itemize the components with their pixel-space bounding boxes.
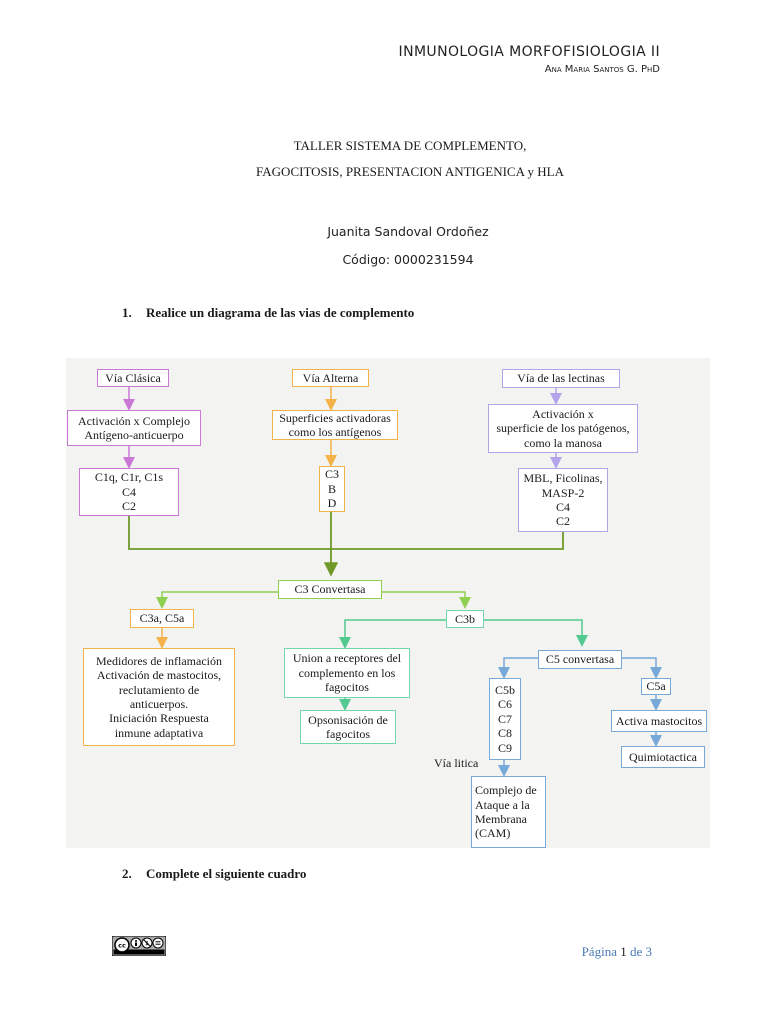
title-line-1: TALLER SISTEMA DE COMPLEMENTO, (293, 138, 527, 153)
page-total: 3 (645, 944, 653, 959)
student-code: Código: 0000231594 (342, 252, 474, 267)
box-superficies-activadoras: Superficies activadoras como los antígen… (272, 410, 398, 440)
title-line-2: FAGOCITOSIS, PRESENTACION ANTIGENICA y H… (256, 164, 564, 179)
question-1: 1. Realice un diagrama de las vias de com… (122, 305, 414, 321)
svg-text:$: $ (145, 941, 149, 947)
box-via-alterna: Vía Alterna (292, 369, 369, 387)
arrow-to-c3b (382, 591, 471, 609)
box-mediadores-inflamacion: Medidores de inflamación Activación de m… (83, 648, 235, 746)
diagram-connectors (123, 387, 662, 777)
box-lectinas-factores: MBL, Ficolinas, MASP-2 C4 C2 (518, 468, 608, 532)
box-opsonisacion: Opsonisación de fagocitos (300, 710, 396, 744)
box-c3a-c5a: C3a, C5a (130, 609, 194, 628)
header-instructor: Ana Maria Santos G. PhD (544, 64, 660, 75)
cc-license-icon[interactable]: cc $ (112, 936, 166, 956)
header-course: INMUNOLOGIA MORFOFISIOLOGIA II (398, 44, 660, 60)
question-1-number: 1. (122, 305, 132, 320)
student-name: Juanita Sandoval Ordoñez (327, 224, 489, 239)
complement-pathways-diagram: Vía Clásica Vía Alterna Vía de las lecti… (66, 358, 710, 848)
page-indicator: Página 1 de 3 (582, 944, 652, 960)
page-number: 1 (620, 944, 627, 959)
svg-text:cc: cc (118, 942, 126, 950)
question-2-number: 2. (122, 866, 132, 881)
box-activacion-complejo: Activación x Complejo Antígeno-anticuerp… (67, 410, 201, 446)
box-alterna-factores: C3 B D (319, 466, 345, 512)
box-c5b-list: C5b C6 C7 C8 C9 (489, 678, 521, 760)
page-of: de (629, 944, 643, 959)
label-via-litica: Vía litica (434, 756, 479, 770)
box-cam: Complejo de Ataque a la Membrana (CAM) (471, 776, 546, 848)
connector-converge (128, 516, 564, 550)
arrow-to-c5b (498, 657, 538, 679)
box-c3b: C3b (446, 610, 484, 628)
arrow-to-c5a (622, 657, 662, 679)
arrow-to-c3a-c5a (156, 591, 278, 609)
box-c5a: C5a (641, 678, 671, 695)
box-activa-mastocitos: Activa mastocitos (611, 710, 707, 732)
question-2: 2. Complete el siguiente cuadro (122, 866, 306, 882)
box-c5-convertasa: C5 convertasa (538, 650, 622, 669)
question-2-text: Complete el siguiente cuadro (146, 866, 307, 881)
box-via-clasica: Vía Clásica (97, 369, 169, 387)
question-1-text: Realice un diagrama de las vias de compl… (146, 305, 415, 320)
page-word: Página (581, 944, 617, 959)
arrow-to-c5-convertasa (484, 619, 588, 647)
arrow-to-union (339, 619, 446, 649)
box-union-receptores: Union a receptores del complemento en lo… (284, 648, 410, 698)
box-c3-convertasa: C3 Convertasa (278, 580, 382, 599)
box-activacion-patogenos: Activación x superficie de los patógenos… (488, 404, 638, 453)
box-clasica-factores: C1q, C1r, C1s C4 C2 (79, 468, 179, 516)
box-quimiotactica: Quimiotactica (621, 746, 705, 768)
box-via-lectinas: Vía de las lectinas (502, 369, 620, 388)
